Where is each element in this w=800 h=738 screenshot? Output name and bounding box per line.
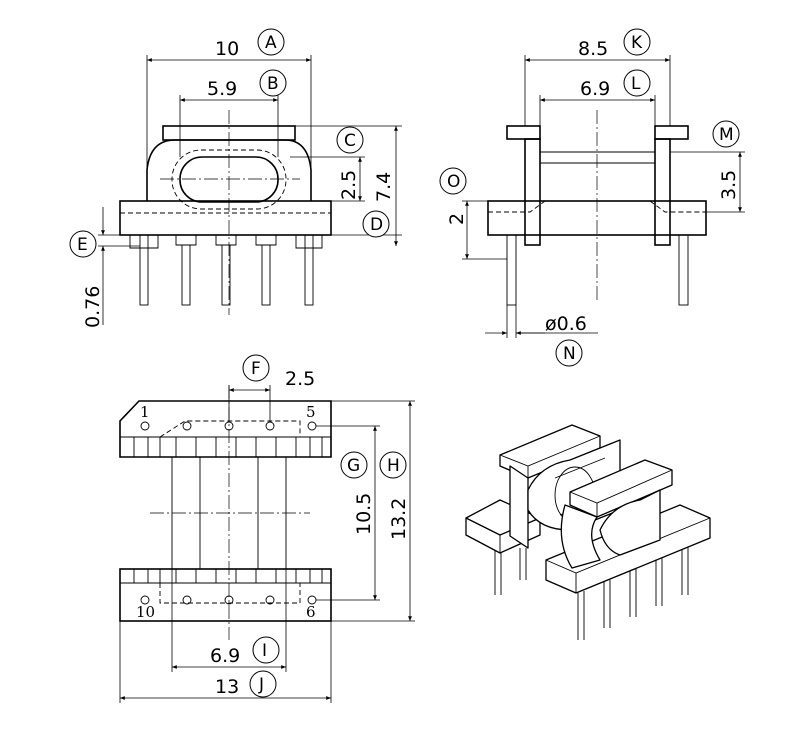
dim-l-value: 6.9 <box>580 78 610 100</box>
top-view: 1 5 10 6 2.5 10.5 13.2 6.9 13 F G H I J <box>119 354 415 703</box>
isometric-view <box>465 424 711 640</box>
dim-k-value: 8.5 <box>578 38 608 60</box>
svg-text:A: A <box>265 33 277 53</box>
svg-text:C: C <box>344 131 356 151</box>
dim-n-value: ø0.6 <box>545 313 587 335</box>
callout-b: B <box>259 69 287 97</box>
dim-h-value: 13.2 <box>388 498 410 540</box>
side-view: 8.5 6.9 3.5 2 ø0.6 K L M N O <box>439 28 745 367</box>
front-view: 10 5.9 2.5 7.4 0.76 A B C D E <box>69 28 402 328</box>
front-view-pins <box>139 234 314 306</box>
svg-text:N: N <box>563 344 576 364</box>
svg-text:D: D <box>370 215 383 235</box>
pin-1-label: 1 <box>140 403 150 421</box>
callout-n: N <box>555 339 583 367</box>
dim-m-value: 3.5 <box>718 170 740 200</box>
dim-g-value: 10.5 <box>353 493 375 535</box>
pin-6-label: 6 <box>306 603 316 621</box>
dim-e-value: 0.76 <box>82 286 104 328</box>
svg-text:I: I <box>262 641 267 661</box>
callout-f: F <box>242 354 270 382</box>
dim-j-value: 13 <box>215 676 239 698</box>
callout-e: E <box>69 230 97 258</box>
callout-g: G <box>340 451 368 479</box>
callout-k: K <box>623 28 651 56</box>
dim-c-value: 2.5 <box>338 170 360 200</box>
svg-text:H: H <box>387 456 400 476</box>
callout-l: L <box>623 69 651 97</box>
svg-text:B: B <box>267 74 279 94</box>
dim-b-value: 5.9 <box>207 78 237 100</box>
dim-i-value: 6.9 <box>210 645 240 667</box>
callout-m: M <box>712 120 740 148</box>
callout-o: O <box>439 167 467 195</box>
callout-i: I <box>252 636 280 664</box>
pin-holes <box>140 421 317 605</box>
svg-text:F: F <box>251 359 261 379</box>
svg-text:O: O <box>447 172 460 192</box>
callout-j: J <box>249 670 277 698</box>
callout-a: A <box>257 28 285 56</box>
svg-text:L: L <box>631 74 641 94</box>
pin-10-label: 10 <box>136 603 155 621</box>
svg-text:M: M <box>719 125 734 145</box>
dim-d-value: 7.4 <box>373 172 395 202</box>
svg-text:K: K <box>631 33 643 53</box>
dim-o-value: 2 <box>446 213 468 225</box>
dim-f-value: 2.5 <box>285 368 315 390</box>
svg-text:G: G <box>347 456 360 476</box>
pin-5-label: 5 <box>306 403 316 421</box>
svg-text:E: E <box>77 235 88 255</box>
svg-text:J: J <box>258 675 264 695</box>
callout-d: D <box>362 210 390 238</box>
dim-a-value: 10 <box>215 38 239 60</box>
callout-c: C <box>336 126 364 154</box>
callout-h: H <box>379 451 407 479</box>
